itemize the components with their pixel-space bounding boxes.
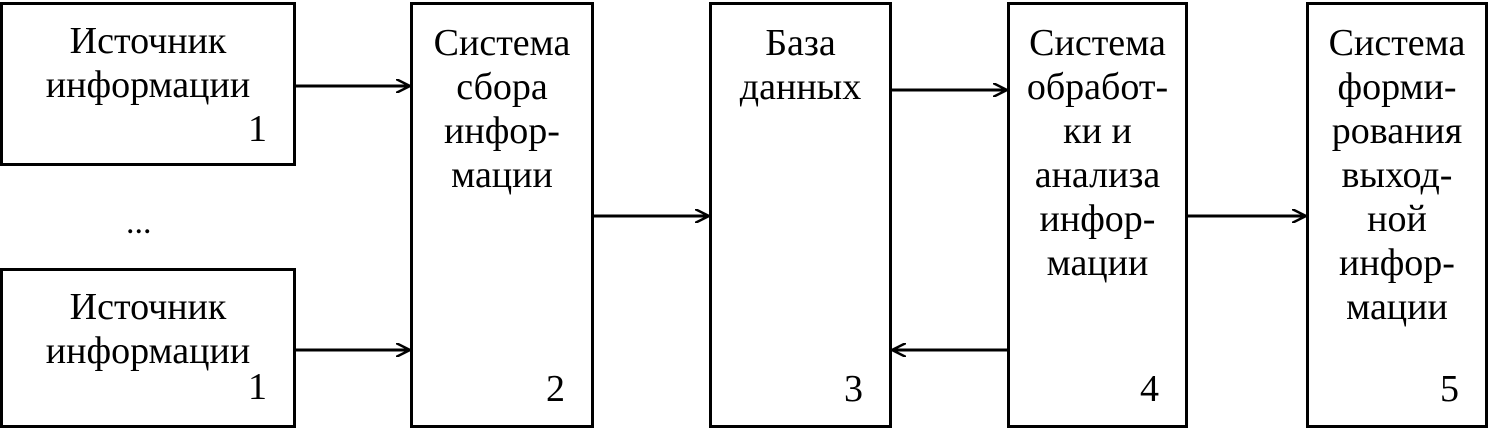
collection-system-box: Система сбора инфор- мации 2 bbox=[410, 2, 594, 428]
output-system-label: Система форми- рования выход- ной инфор-… bbox=[1328, 22, 1466, 328]
processing-system-number: 4 bbox=[1140, 368, 1159, 410]
source-box-bottom-number: 1 bbox=[248, 366, 267, 408]
database-number: 3 bbox=[844, 368, 863, 410]
output-system-box: Система форми- рования выход- ной инфор-… bbox=[1306, 2, 1488, 428]
database-box: База данных 3 bbox=[709, 2, 892, 428]
output-system-number: 5 bbox=[1440, 368, 1459, 410]
collection-system-label: Система сбора инфор- мации bbox=[433, 22, 571, 196]
database-label: База данных bbox=[739, 22, 862, 108]
source-box-bottom: Источник информации 1 bbox=[0, 268, 296, 428]
source-box-top-number: 1 bbox=[248, 108, 267, 150]
processing-system-box: Система обработ- ки и анализа инфор- мац… bbox=[1007, 2, 1188, 428]
processing-system-label: Система обработ- ки и анализа инфор- мац… bbox=[1026, 22, 1169, 284]
collection-system-number: 2 bbox=[546, 368, 565, 410]
ellipsis: ... bbox=[126, 204, 152, 241]
source-box-top: Источник информации 1 bbox=[0, 2, 296, 166]
source-box-bottom-label: Источник информации bbox=[45, 286, 251, 372]
source-box-top-label: Источник информации bbox=[45, 20, 251, 106]
